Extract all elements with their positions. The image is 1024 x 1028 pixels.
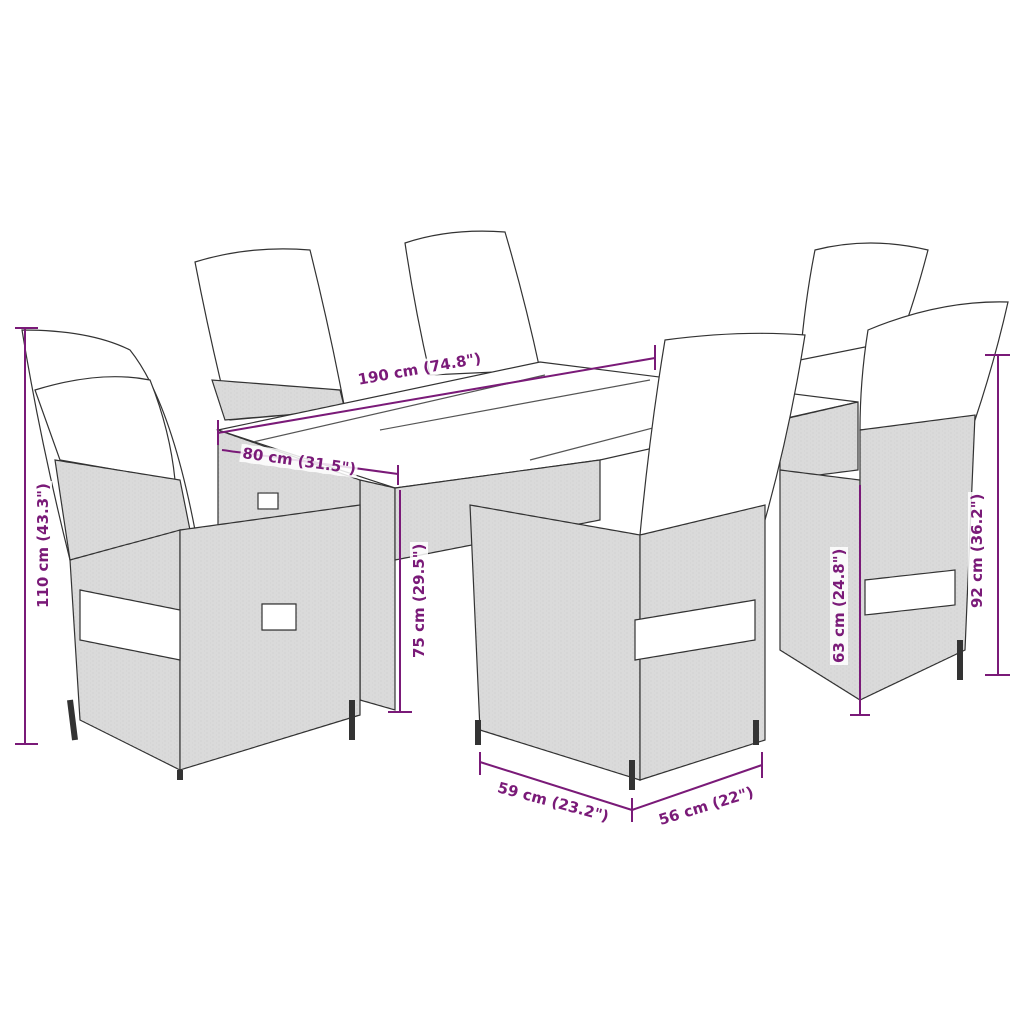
chair-back-left: [194, 248, 346, 421]
chair-front-middle: [469, 332, 806, 790]
chair-back-middle: [404, 230, 541, 376]
chair-front-left: [21, 329, 361, 780]
dimension-lines: [15, 327, 1010, 822]
seat-height-label: 63 cm (24.8"): [830, 546, 848, 665]
chair-height-label: 110 cm (43.3"): [34, 481, 52, 610]
table-height-label: 75 cm (29.5"): [410, 541, 428, 660]
reclined-height-label: 92 cm (36.2"): [968, 491, 986, 610]
